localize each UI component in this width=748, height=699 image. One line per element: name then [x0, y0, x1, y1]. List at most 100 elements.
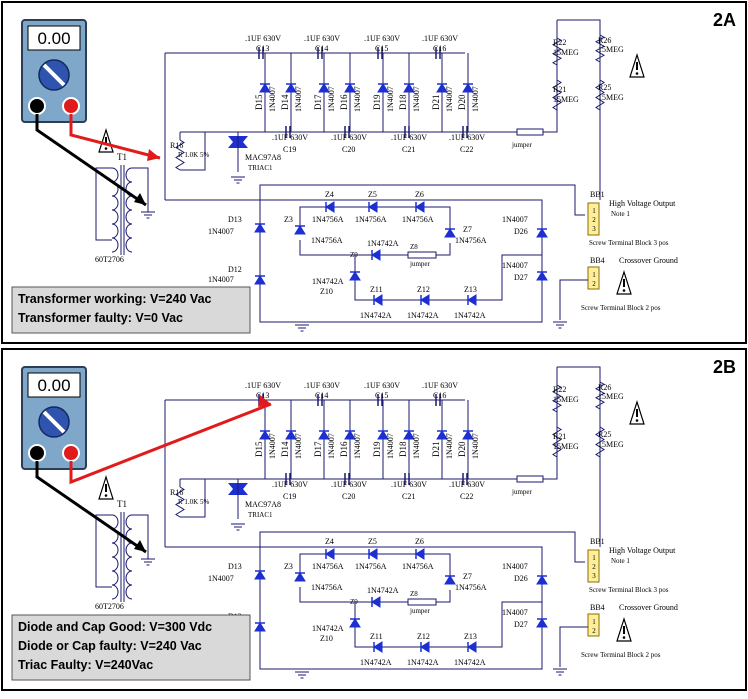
diode-part: 1N4007: [445, 86, 454, 112]
diode-d26: [536, 575, 548, 585]
diode-part: 1N4007: [386, 86, 395, 112]
diode-d15: [259, 83, 271, 93]
note-box: [11, 614, 251, 681]
diode-name: D17: [313, 94, 323, 110]
transformer-coil: [125, 223, 133, 239]
capacitor-name: C19: [283, 145, 296, 154]
diode-d21: [436, 430, 448, 440]
resistor-name: R22: [553, 385, 566, 394]
transformer-coil: [111, 584, 119, 600]
terminal-title: High Voltage Output: [609, 546, 676, 555]
diode-part: 1N4007: [502, 261, 528, 270]
capacitor-value: .1UF 630V: [304, 381, 340, 390]
capacitor-name: C13: [256, 391, 269, 400]
transformer-coil: [125, 167, 133, 183]
zener-part: 1N4742A: [367, 239, 399, 248]
diode-d26: [536, 228, 548, 238]
diode-d27: [536, 271, 548, 281]
diode-d17: [318, 83, 330, 93]
diode-part: 1N4007: [268, 433, 277, 459]
resistor-value: 15MEG: [553, 48, 579, 57]
transformer-coil: [125, 237, 133, 253]
diode-name: D21: [431, 95, 441, 111]
triac-name: TRIAC1: [248, 164, 273, 172]
zener-part: 1N4742A: [407, 311, 439, 320]
diode-d21: [436, 83, 448, 93]
multimeter-display: [27, 25, 81, 51]
capacitor-value: .1UF 630V: [422, 34, 458, 43]
zener-part: 1N4756A: [402, 215, 434, 224]
zener-z11: [373, 294, 383, 306]
capacitor-value: .1UF 630V: [449, 480, 485, 489]
diode-d19: [377, 430, 389, 440]
jumper: [407, 598, 437, 606]
diode-part: 1N4007: [471, 433, 480, 459]
panel-label: 2A: [713, 10, 736, 30]
warning-icon-dot: [104, 494, 108, 497]
diode-name: D17: [313, 441, 323, 457]
resistor-value: R 1.0K 5%: [178, 151, 209, 159]
diode-d12: [254, 275, 266, 285]
diode-d20: [462, 83, 474, 93]
wire-primary: [95, 167, 112, 241]
diode-d16: [344, 83, 356, 93]
zener-name: Z8: [410, 243, 418, 251]
diode-part: 1N4007: [502, 562, 528, 571]
wire-ground-term: [559, 279, 588, 320]
zener-z5: [368, 548, 378, 560]
transformer-coil: [111, 237, 119, 253]
zener-z5: [368, 201, 378, 213]
resistor-r16: [175, 139, 185, 171]
jumper: [516, 128, 544, 136]
zener-part: 1N4742A: [407, 658, 439, 667]
capacitor-name: C15: [375, 44, 388, 53]
capacitor-value: .1UF 630V: [245, 34, 281, 43]
transformer-coil: [125, 209, 133, 225]
wire-hv-out: [259, 184, 585, 216]
probe-tip-black-icon: [134, 193, 146, 205]
terminal-bb4: [587, 266, 600, 290]
zener-name: Z7: [463, 225, 472, 234]
zener-name: Z6: [415, 537, 424, 546]
jumper: [407, 251, 437, 259]
terminal-name: BB4: [590, 603, 605, 612]
diode-d17: [318, 430, 330, 440]
resistor-r26: [594, 34, 606, 63]
zener-z4: [325, 201, 335, 213]
diode-part: 1N4007: [353, 86, 362, 112]
capacitor-name: C16: [433, 391, 446, 400]
diode-part: 1N4007: [208, 275, 234, 284]
terminal-title: High Voltage Output: [609, 199, 676, 208]
diode-d18: [403, 430, 415, 440]
resistor-value: 15MEG: [598, 440, 624, 449]
probe-jack-black-icon: [28, 97, 46, 115]
wire-bridge: [165, 199, 543, 323]
zener-name: Z10: [320, 634, 333, 643]
note-text: Transformer faulty: V=0 Vac: [18, 311, 183, 325]
resistor-name: R26: [598, 36, 611, 45]
zener-part: 1N4756A: [312, 562, 344, 571]
diode-d12: [254, 622, 266, 632]
zener-z11: [373, 641, 383, 653]
resistor-name: R21: [553, 432, 566, 441]
jumper: [516, 475, 544, 483]
terminal-pin: 1: [592, 554, 596, 562]
wire-right: [543, 20, 558, 133]
resistor-r21: [552, 426, 562, 458]
zener-name: Z11: [370, 285, 383, 294]
terminal-pin: 1: [592, 207, 596, 215]
wire-zener-bottom: [354, 254, 542, 301]
diode-name: D15: [254, 94, 264, 110]
diode-name: D19: [372, 441, 382, 457]
probe-jack-red-icon: [62, 444, 80, 462]
triac-part: MAC97A8: [245, 153, 281, 162]
zener-z13: [467, 641, 477, 653]
diode-name: D20: [457, 441, 467, 457]
wire-hv-out: [259, 531, 585, 563]
zener-name: Z6: [415, 190, 424, 199]
panel-label: 2B: [713, 357, 736, 377]
capacitor-name: C15: [375, 391, 388, 400]
capacitor-name: C16: [433, 44, 446, 53]
transformer-coil: [125, 195, 133, 211]
zener-z3: [294, 225, 306, 235]
